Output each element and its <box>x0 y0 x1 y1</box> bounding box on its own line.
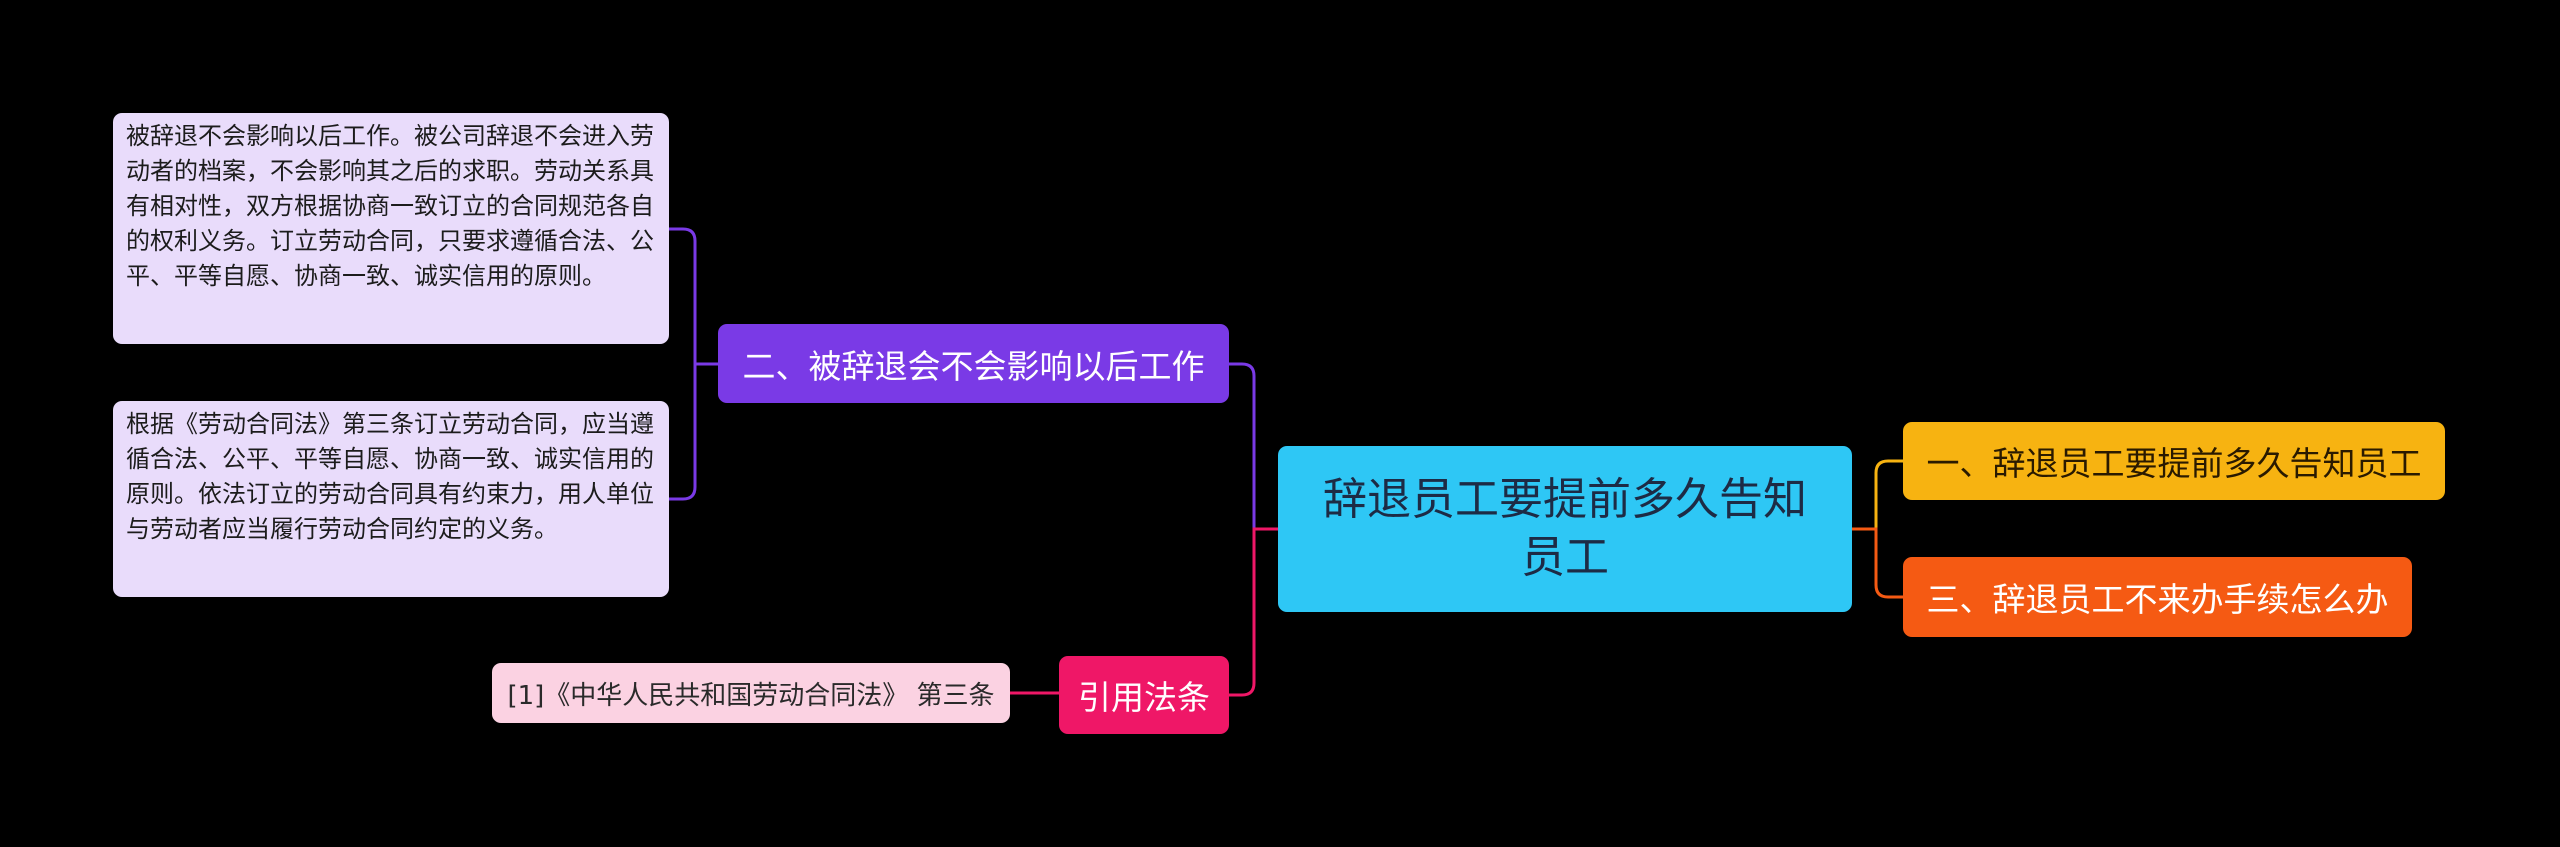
reference-node-label: 引用法条 <box>1078 678 1210 717</box>
citation-note[interactable]: [1]《中华人民共和国劳动合同法》 第三条 <box>492 663 1010 723</box>
connector-central-to-branch-2 <box>1229 362 1278 531</box>
branch-node-2-label: 二、被辞退会不会影响以后工作 <box>742 346 1205 386</box>
detail-note-1[interactable]: 被辞退不会影响以后工作。被公司辞退不会进入劳动者的档案，不会影响其之后的求职。劳… <box>113 113 669 344</box>
central-topic-label: 辞退员工要提前多久告知员工 <box>1323 474 1807 583</box>
detail-note-2[interactable]: 根据《劳动合同法》第三条订立劳动合同，应当遵循合法、公平、平等自愿、协商一致、诚… <box>113 401 669 597</box>
branch-node-3[interactable]: 三、辞退员工不来办手续怎么办 <box>1903 557 2412 637</box>
branch-node-1[interactable]: 一、辞退员工要提前多久告知员工 <box>1903 422 2445 500</box>
citation-note-text: [1]《中华人民共和国劳动合同法》 第三条 <box>507 680 995 711</box>
central-topic[interactable]: 辞退员工要提前多久告知员工 <box>1278 446 1852 612</box>
connector-branch-2-to-detail-1 <box>669 227 718 366</box>
detail-note-2-text: 根据《劳动合同法》第三条订立劳动合同，应当遵循合法、公平、平等自愿、协商一致、诚… <box>126 410 654 543</box>
branch-node-1-label: 一、辞退员工要提前多久告知员工 <box>1926 444 2422 483</box>
branch-node-2[interactable]: 二、被辞退会不会影响以后工作 <box>718 324 1229 403</box>
reference-node[interactable]: 引用法条 <box>1059 656 1229 734</box>
connector-branch-2-to-detail-2 <box>669 362 718 501</box>
branch-node-3-label: 三、辞退员工不来办手续怎么办 <box>1926 580 2389 619</box>
detail-note-1-text: 被辞退不会影响以后工作。被公司辞退不会进入劳动者的档案，不会影响其之后的求职。劳… <box>126 122 654 290</box>
connector-central-to-reference <box>1229 527 1278 697</box>
connector-central-to-branch-3 <box>1852 527 1903 599</box>
connector-central-to-branch-1 <box>1852 459 1903 531</box>
